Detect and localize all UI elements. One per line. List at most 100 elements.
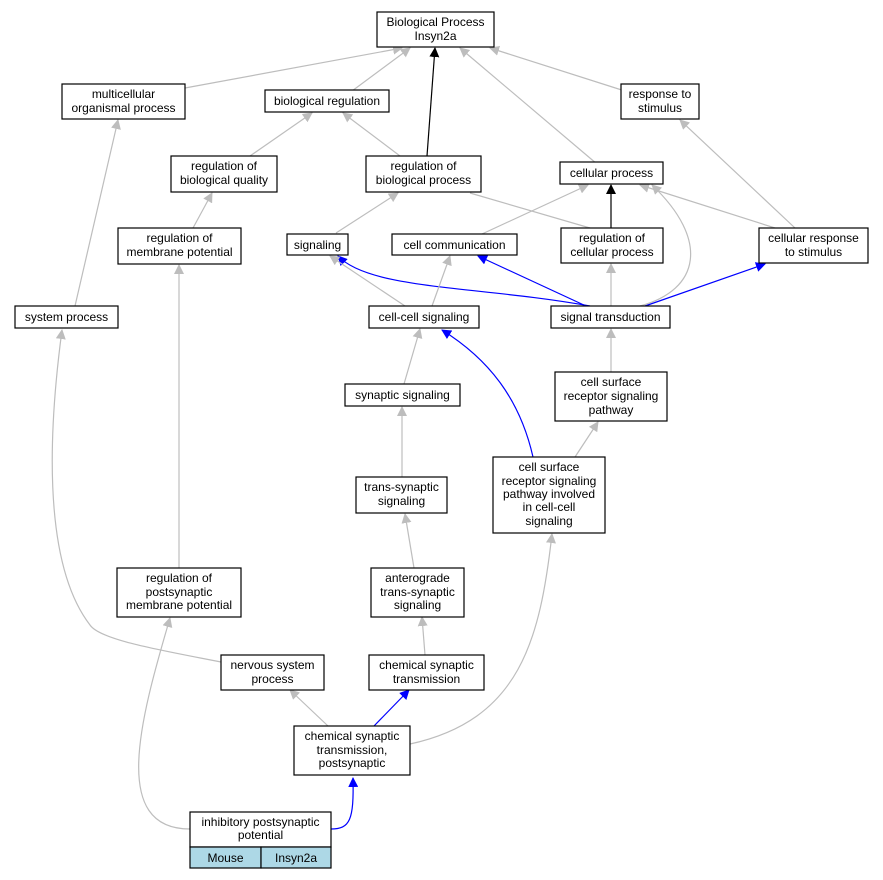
node-signal-transduction[interactable]: signal transduction xyxy=(550,305,671,329)
node-label-line: transmission, xyxy=(317,743,388,757)
edge-inhibitory-psp-to-reg-postsynaptic xyxy=(138,617,191,830)
node-label-line: biological quality xyxy=(180,173,268,187)
node-label-line: trans-synaptic xyxy=(364,480,439,494)
edge-reg-bio-process-to-root xyxy=(426,47,440,157)
gene-cell xyxy=(260,846,332,869)
node-label-line: chemical synaptic xyxy=(305,729,400,743)
node-label-line: receptor signaling xyxy=(502,474,597,488)
edge-cellular-response-to-cellular-process xyxy=(639,182,776,229)
node-label-line: cell communication xyxy=(403,238,505,252)
node-label-line: trans-synaptic xyxy=(380,585,455,599)
edge-signal-transduction-to-signaling xyxy=(337,255,591,307)
node-label-line: in cell-cell xyxy=(523,500,576,514)
node-regulation-of-membrane-potential[interactable]: regulation of membrane potential xyxy=(117,227,242,265)
node-cell-surface-receptor-cell-cell-signaling[interactable]: cell surface receptor signaling pathway … xyxy=(492,456,606,534)
node-label-line: postsynaptic xyxy=(146,585,213,599)
node-label-line: nervous system xyxy=(230,658,314,672)
node-label-line: to stimulus xyxy=(785,245,842,259)
node-cell-surface-receptor-signaling-pathway[interactable]: cell surface receptor signaling pathway xyxy=(554,371,668,422)
node-chemical-synaptic-transmission[interactable]: chemical synaptic transmission xyxy=(368,654,485,691)
node-label-line: signaling xyxy=(525,514,572,528)
node-label-line: pathway xyxy=(589,403,634,417)
node-label-line: signaling xyxy=(394,598,441,612)
edge-signal-transduction-to-cellular-process xyxy=(639,184,692,307)
nodes: Biological Process Insyn2a multicellular… xyxy=(14,11,869,869)
edge-cell-communication-to-cellular-process xyxy=(481,184,589,235)
node-label-line: cellular response xyxy=(768,231,859,245)
edge-signal-transduction-to-cell-communication xyxy=(477,255,587,307)
node-regulation-of-biological-process[interactable]: regulation of biological process xyxy=(365,155,482,193)
node-cell-cell-signaling[interactable]: cell-cell signaling xyxy=(368,305,480,329)
node-nervous-system-process[interactable]: nervous system process xyxy=(220,654,325,691)
node-regulation-of-postsynaptic-membrane-potential[interactable]: regulation of postsynaptic membrane pote… xyxy=(116,567,242,618)
node-label-line: cell surface xyxy=(519,460,580,474)
edge-cellular-response-to-response-stimulus xyxy=(679,119,796,229)
edge-inhibitory-psp-to-chem-syn-postsynaptic xyxy=(330,777,359,830)
edge-multicellular-to-root xyxy=(184,44,403,89)
organism-label: Mouse xyxy=(207,851,243,865)
edge-reg-cellular-process-to-reg-bio-process xyxy=(469,192,591,229)
node-response-to-stimulus[interactable]: response to stimulus xyxy=(620,83,700,120)
node-label-line: transmission xyxy=(393,672,460,686)
edge-cell-cell-signaling-to-signaling xyxy=(329,255,406,307)
node-label-line: organismal process xyxy=(71,101,175,115)
edge-cell-cell-signaling-to-cell-communication xyxy=(431,255,452,307)
node-regulation-of-cellular-process[interactable]: regulation of cellular process xyxy=(560,227,664,264)
node-label-line: multicellular xyxy=(92,87,155,101)
node-label-line: regulation of xyxy=(191,159,258,173)
node-inhibitory-postsynaptic-potential[interactable]: inhibitory postsynaptic potential Mouse … xyxy=(189,811,332,869)
gene-label: Insyn2a xyxy=(275,851,317,865)
node-multicellular-organismal-process[interactable]: multicellular organismal process xyxy=(61,83,186,120)
edge-reg-bio-process-to-bio-regulation xyxy=(342,112,401,157)
edge-cellular-process-to-root xyxy=(459,47,598,165)
node-label-line: signaling xyxy=(294,238,341,252)
edge-chem-syn-postsynaptic-to-chemical-synaptic xyxy=(373,689,410,727)
node-label-line: postsynaptic xyxy=(319,756,386,770)
node-trans-synaptic-signaling[interactable]: trans-synaptic signaling xyxy=(355,476,448,514)
node-label-line: anterograde xyxy=(385,571,450,585)
node-label-line: potential xyxy=(238,828,283,842)
node-label-line: chemical synaptic xyxy=(379,658,474,672)
node-label-line: biological regulation xyxy=(274,94,380,108)
node-label-line: signal transduction xyxy=(560,310,660,324)
node-label-line: receptor signaling xyxy=(564,389,659,403)
node-label-line: cell-cell signaling xyxy=(379,310,470,324)
node-biological-regulation[interactable]: biological regulation xyxy=(264,89,390,113)
node-label-line: synaptic signaling xyxy=(355,388,450,402)
edge-cs-receptor-cell-cell-to-cs-receptor xyxy=(574,421,599,458)
edge-system-process-to-multicellular xyxy=(74,119,121,307)
edge-cs-receptor-cell-cell-to-cell-cell-signaling xyxy=(441,329,534,458)
node-chemical-synaptic-transmission-postsynaptic[interactable]: chemical synaptic transmission, postsyna… xyxy=(293,725,411,776)
node-label-line: cellular process xyxy=(570,166,653,180)
node-label-line: biological process xyxy=(376,173,471,187)
node-cellular-response-to-stimulus[interactable]: cellular response to stimulus xyxy=(758,227,869,264)
node-label-line: regulation of xyxy=(146,571,213,585)
edge-signal-transduction-to-cellular-response xyxy=(644,262,766,307)
node-regulation-of-biological-quality[interactable]: regulation of biological quality xyxy=(170,155,278,193)
edge-bio-regulation-to-root xyxy=(351,47,411,92)
node-label-line: cellular process xyxy=(570,245,653,259)
node-label-line: stimulus xyxy=(638,101,682,115)
node-cellular-process[interactable]: cellular process xyxy=(559,161,664,185)
node-anterograde-trans-synaptic-signaling[interactable]: anterograde trans-synaptic signaling xyxy=(370,567,465,618)
edge-synaptic-signaling-to-cell-cell-signaling xyxy=(403,328,423,385)
node-label-line: signaling xyxy=(378,494,425,508)
node-label-line: regulation of xyxy=(390,159,457,173)
node-signaling[interactable]: signaling xyxy=(286,233,349,256)
node-label-line: membrane potential xyxy=(126,598,232,612)
edge-signaling-to-reg-bio-process xyxy=(335,192,399,234)
node-label-line: membrane potential xyxy=(126,245,232,259)
node-label-line: system process xyxy=(25,310,108,324)
edge-nervous-system-to-system-process xyxy=(51,329,222,663)
node-cell-communication[interactable]: cell communication xyxy=(391,233,518,256)
node-synaptic-signaling[interactable]: synaptic signaling xyxy=(344,383,461,407)
node-label-line: Biological Process xyxy=(386,15,484,29)
edge-chem-syn-postsynaptic-to-cs-receptor-cell-cell xyxy=(409,533,556,745)
node-label-line: regulation of xyxy=(146,231,213,245)
node-label-line: response to xyxy=(629,87,692,101)
node-system-process[interactable]: system process xyxy=(14,305,119,329)
node-biological-process-root[interactable]: Biological Process Insyn2a xyxy=(376,11,495,48)
node-label-line: cell surface xyxy=(581,375,642,389)
edges xyxy=(51,44,796,830)
